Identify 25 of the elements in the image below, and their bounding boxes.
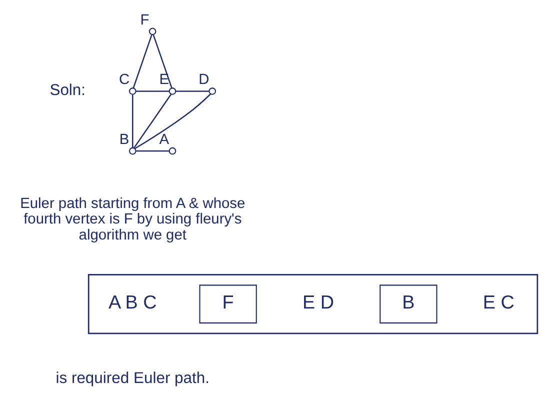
label: Soln: [49,82,86,99]
node-circle [168,147,176,155]
node-box: F [198,284,256,324]
connector [152,34,172,88]
connector [134,94,210,150]
node-circle [208,88,216,95]
connector [132,94,133,148]
connector [132,34,152,88]
label: Euler path starting from A & whose fourth vertex is F by using fleury's algorithm we get [20,196,245,244]
connector [136,90,169,92]
node-label: F [140,12,149,28]
node-label: B [118,132,129,148]
label: is required Euler path. [55,370,210,388]
node-label: E [158,72,168,88]
node-circle [128,147,136,155]
node-label: C [118,72,130,88]
node-circle [168,88,176,95]
node-circle [128,88,136,95]
connector [175,90,208,92]
connector [133,94,172,148]
node-label: D [198,72,209,88]
node-circle [148,28,156,36]
node-box: B [379,284,437,324]
node-label: A [158,132,168,148]
connector [136,150,169,152]
